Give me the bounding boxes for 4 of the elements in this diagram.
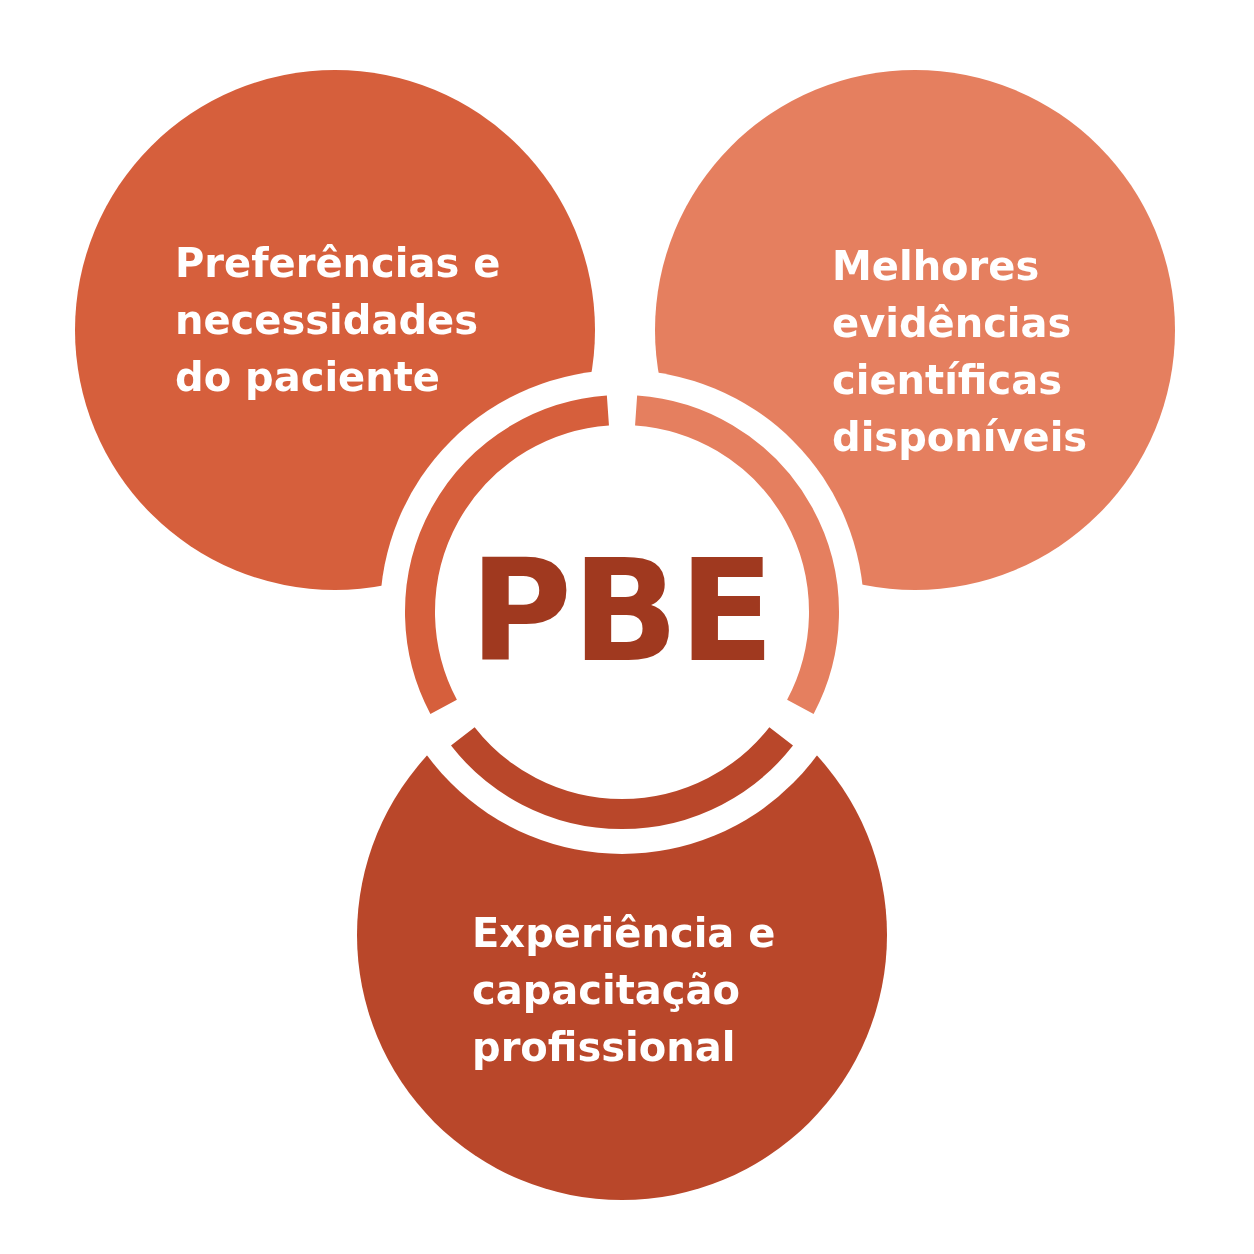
circle-label: Melhores evidências científicas disponíveis xyxy=(832,242,1089,462)
circle-label: Preferências e necessidades do paciente xyxy=(175,239,502,402)
center-title: PBE xyxy=(468,537,776,687)
circle-label: Experiência e capacitação profissional xyxy=(472,909,777,1072)
